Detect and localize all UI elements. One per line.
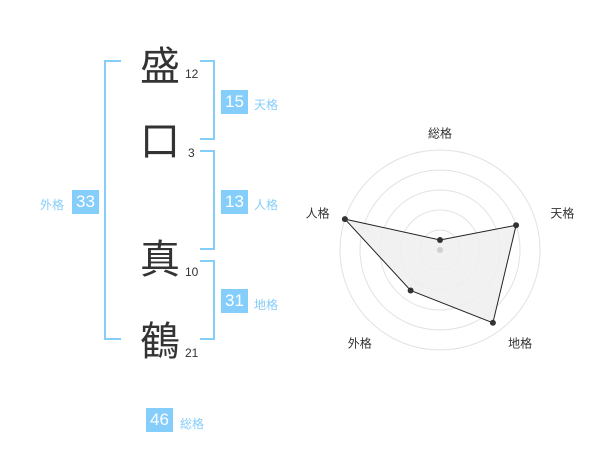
name-char-3: 真 (140, 237, 180, 283)
radar-axis-label: 地格 (508, 335, 532, 350)
radar-area (343, 218, 517, 324)
stroke-count-1: 12 (185, 67, 199, 81)
radar-point (341, 216, 348, 223)
gaikaku-bracket (104, 60, 121, 340)
stroke-count-3: 10 (185, 265, 199, 279)
jinkaku-bracket (200, 150, 215, 250)
radar-axis-label: 外格 (348, 335, 372, 350)
gaikaku-label: 外格 (40, 198, 65, 212)
name-char-2: 口 (140, 119, 180, 165)
radar-point (437, 237, 443, 243)
gaikaku-value: 33 (72, 190, 99, 214)
radar-axis-label: 人格 (306, 206, 330, 221)
tenkaku-label: 天格 (254, 98, 279, 112)
soukaku-value: 46 (146, 408, 173, 432)
tenkaku-bracket (200, 60, 215, 140)
radar-center (437, 247, 443, 253)
chikaku-label: 地格 (254, 298, 279, 312)
jinkaku-value: 13 (221, 190, 248, 214)
radar-point (407, 287, 414, 294)
radar-axis-label: 天格 (550, 206, 574, 221)
stroke-count-2: 3 (188, 146, 195, 160)
radar-point (513, 222, 520, 229)
chikaku-bracket (200, 260, 215, 340)
radar-point (489, 319, 496, 326)
jinkaku-label: 人格 (254, 198, 279, 212)
tenkaku-value: 15 (221, 90, 248, 114)
radar-axis-label: 総格 (428, 126, 452, 141)
radar-ring (339, 149, 541, 351)
chikaku-value: 31 (221, 289, 248, 313)
name-char-1: 盛 (140, 44, 180, 90)
name-char-4: 鶴 (140, 319, 180, 365)
soukaku-label: 総格 (180, 417, 205, 431)
radar-ring (359, 169, 521, 331)
stroke-count-4: 21 (185, 346, 199, 360)
